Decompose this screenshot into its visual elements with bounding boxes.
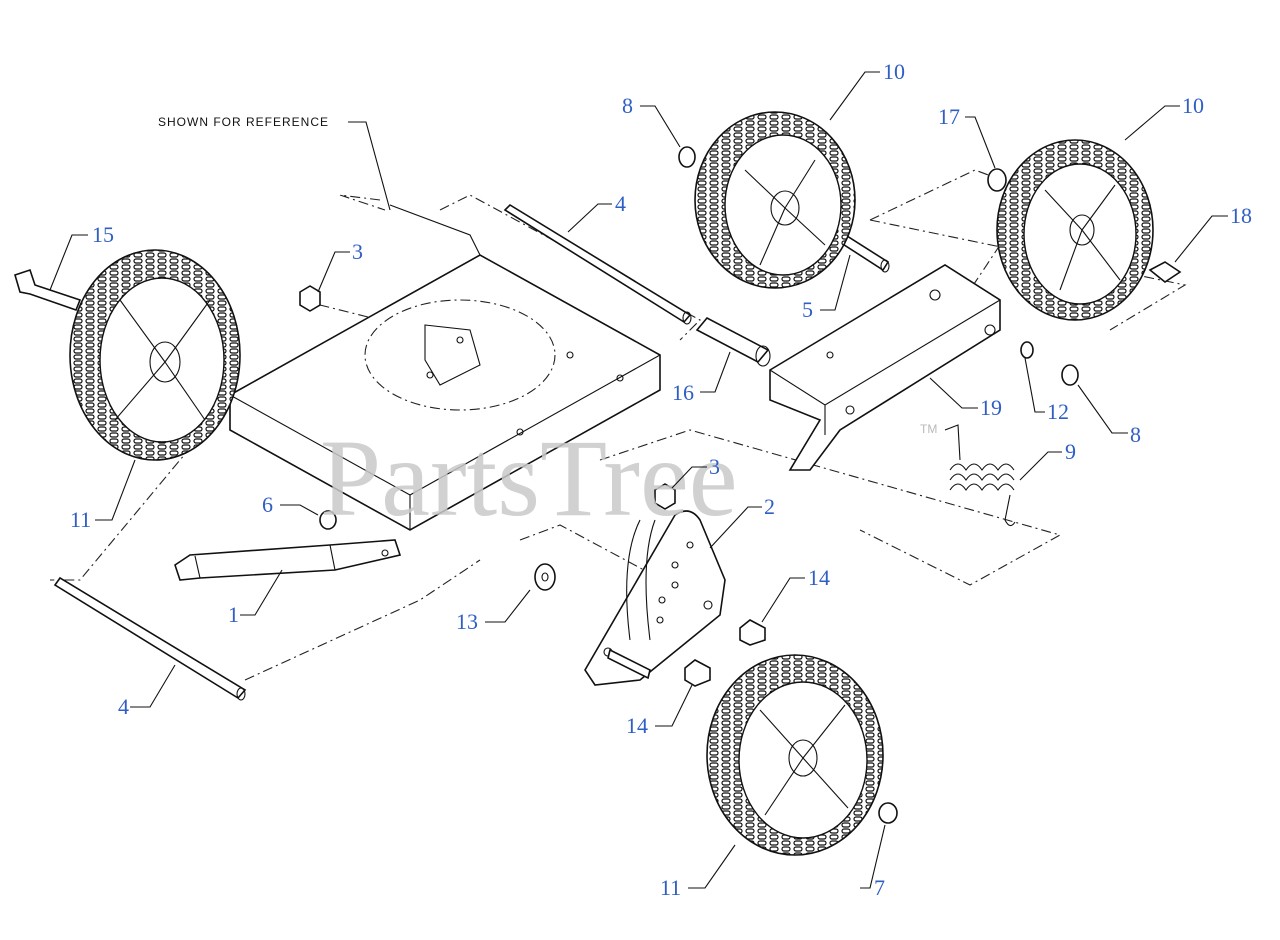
wheel-rear-left-part	[694, 111, 856, 289]
callout-18[interactable]: 18	[1230, 203, 1252, 228]
callout-13[interactable]: 13	[456, 609, 478, 634]
callout-14-bottom[interactable]: 14	[626, 713, 648, 738]
callout-1[interactable]: 1	[228, 602, 239, 627]
callout-14-right[interactable]: 14	[808, 565, 830, 590]
callout-12[interactable]: 12	[1047, 399, 1069, 424]
washer-part	[534, 563, 556, 591]
torsion-spring-part	[944, 424, 1016, 527]
callout-19[interactable]: 19	[980, 395, 1002, 420]
callout-10-right[interactable]: 10	[1182, 93, 1204, 118]
callout-11-left[interactable]: 11	[70, 507, 91, 532]
deck-frame-part	[229, 204, 661, 531]
callout-10-left[interactable]: 10	[883, 59, 905, 84]
callout-7[interactable]: 7	[874, 875, 885, 900]
callout-9[interactable]: 9	[1065, 439, 1076, 464]
callout-5[interactable]: 5	[802, 297, 813, 322]
watermark-text: PartsTree	[320, 417, 738, 539]
watermark: PartsTree TM	[320, 417, 937, 539]
callout-17[interactable]: 17	[938, 104, 960, 129]
callout-2[interactable]: 2	[764, 494, 775, 519]
callout-3-top[interactable]: 3	[352, 239, 363, 264]
trademark-mark: TM	[920, 422, 937, 436]
leader-lines	[49, 71, 1228, 889]
callout-labels: 15 3 4 8 10 17 10 18 5 16 19 12 8 9 3 2 …	[70, 59, 1252, 900]
callout-11-right[interactable]: 11	[660, 875, 681, 900]
callout-8-top[interactable]: 8	[622, 93, 633, 118]
hardware-parts	[14, 146, 1182, 824]
callout-16[interactable]: 16	[672, 380, 694, 405]
note-text: SHOWN FOR REFERENCE	[158, 115, 329, 129]
callout-4-front[interactable]: 4	[118, 694, 129, 719]
height-adjust-plate-part	[584, 510, 726, 686]
reference-note: SHOWN FOR REFERENCE	[158, 115, 391, 211]
callout-15[interactable]: 15	[92, 222, 114, 247]
wheel-front-right-part	[706, 654, 884, 856]
rear-axle-part	[503, 203, 692, 325]
height-lever-part	[174, 539, 402, 581]
callout-8-right[interactable]: 8	[1130, 422, 1141, 447]
wheel-front-left-part	[69, 249, 241, 461]
callout-6[interactable]: 6	[262, 492, 273, 517]
wheel-rear-right-part	[996, 139, 1154, 321]
callout-3-mid[interactable]: 3	[709, 454, 720, 479]
spacer-tube-part	[695, 316, 771, 367]
front-axle-part	[53, 576, 247, 701]
callout-4-rear[interactable]: 4	[615, 191, 626, 216]
rear-bracket-part	[769, 264, 1001, 471]
